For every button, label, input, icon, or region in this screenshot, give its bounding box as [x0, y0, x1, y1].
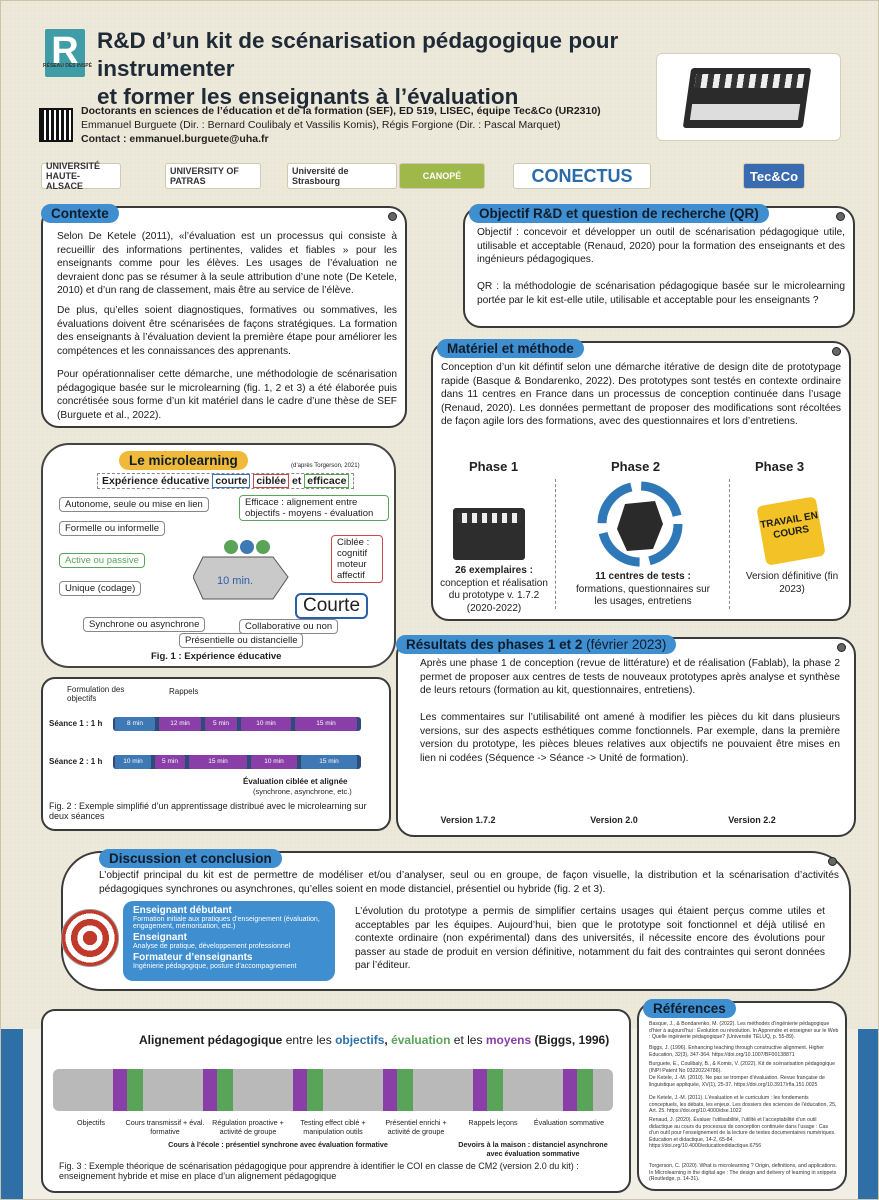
contexte-p1: Selon De Ketele (2011), «l’évaluation es…	[57, 231, 397, 297]
efficace-definition: Efficace : alignement entre objectifs - …	[239, 495, 389, 521]
contexte-p2: De plus, qu’elles soient diagnostiques, …	[57, 305, 397, 357]
phase3-label: Phase 3	[755, 459, 805, 474]
resultats-card: Résultats des phases 1 et 2 (février 202…	[396, 635, 856, 837]
tag-formelle: Formelle ou informelle	[59, 521, 165, 536]
contexte-heading: Contexte	[41, 204, 119, 223]
qr-code[interactable]	[39, 108, 73, 142]
fig3-card: Alignement pédagogique entre les objecti…	[41, 1009, 631, 1193]
logo-uha: UNIVERSITÉ HAUTE-ALSACE	[41, 161, 121, 191]
inspe-logo: R RÉSEAU DES INSPÉ	[43, 29, 92, 77]
logo-canope: CANOPÉ	[399, 163, 485, 189]
logo-patras: UNIVERSITY OF PATRAS	[165, 163, 261, 189]
contact-email[interactable]: Contact : emmanuel.burguete@uha.fr	[81, 132, 269, 145]
fig2-card: Formulation des objectifs Rappels Séance…	[41, 677, 391, 831]
objectif-qr: QR : la méthodologie de scénarisation pé…	[477, 281, 845, 306]
fig3-caption: Fig. 3 : Exemple théorique de scénarisat…	[59, 1161, 579, 1181]
materiel-p1: Conception d’un kit défintif selon une d…	[441, 362, 841, 428]
resultats-heading: Résultats des phases 1 et 2 (février 202…	[396, 635, 677, 654]
microlearning-heading: Le microlearning	[119, 451, 248, 470]
seance2-row: 10 min 5 min 15 min 10 min 15 min	[113, 755, 361, 769]
poster-title: R&D d’un kit de scénarisation pédagogiqu…	[97, 28, 619, 110]
objectif-card: Objectif R&D et question de recherche (Q…	[463, 204, 855, 328]
microlearning-card: Le microlearning (d’après Torgerson, 202…	[41, 443, 396, 668]
fig3-sequence	[53, 1069, 613, 1111]
logo-conectus: CONECTUS	[513, 163, 651, 189]
tag-autonome: Autonome, seule ou mise en lien	[59, 497, 209, 512]
travail-en-cours-sticker: TRAVAIL EN COURS	[756, 496, 826, 566]
references-heading: Références	[643, 999, 736, 1018]
discussion-p2: L’évolution du prototype a permis de sim…	[355, 906, 825, 972]
tag-presentielle: Présentielle ou distancielle	[179, 633, 304, 648]
references-card: Références Basque, J., & Bondarenko, M. …	[637, 999, 847, 1191]
phase1-label: Phase 1	[469, 459, 519, 474]
materiel-heading: Matériel et méthode	[437, 339, 584, 358]
contexte-card: Contexte Selon De Ketele (2011), «l’éval…	[41, 204, 407, 428]
authors-block: Doctorants en sciences de l’éducation et…	[81, 105, 641, 147]
tag-collaborative: Collaborative ou non	[239, 619, 339, 634]
discussion-p1: L’objectif principal du kit est de perme…	[99, 870, 839, 895]
experience-educative: Expérience éducative courte ciblée et ef…	[97, 473, 355, 489]
france-map-cycle	[597, 481, 683, 567]
resultats-p2: Les commentaires sur l’utilisabilité ont…	[420, 712, 840, 764]
tag-synchrone: Synchrone ou asynchrone	[83, 617, 206, 632]
tag-active: Active ou passive	[59, 553, 145, 568]
seance1-row: 8 min 12 min 5 min 10 min 15 min	[113, 717, 361, 731]
discussion-heading: Discussion et conclusion	[99, 849, 282, 868]
fig3-title: Alignement pédagogique entre les objecti…	[139, 1033, 610, 1047]
contexte-p3: Pour opérationnaliser cette démarche, un…	[57, 369, 397, 421]
courte-label: Courte	[295, 593, 369, 619]
phase2-label: Phase 2	[611, 459, 661, 474]
phase1-caption: 26 exemplaires :conception et réalisatio…	[440, 565, 548, 614]
ciblee-definition: Ciblée : cognitif moteur affectif	[331, 535, 383, 583]
fig1-caption: Fig. 1 : Expérience éducative	[151, 651, 282, 662]
partner-logos: UNIVERSITÉ HAUTE-ALSACE UNIVERSITY OF PA…	[37, 159, 837, 193]
fig2-caption: Fig. 2 : Exemple simplifié d’un apprenti…	[49, 801, 367, 821]
objectif-p1: Objectif : concevoir et développer un ou…	[477, 227, 845, 266]
resultats-p1: Après une phase 1 de conception (revue d…	[420, 658, 840, 697]
kit-box-photo	[656, 53, 841, 141]
logo-tecco: Tec&Co	[743, 163, 805, 189]
logo-strasbourg: Université de Strasbourg	[287, 163, 397, 189]
materiel-card: Matériel et méthode Conception d’un kit …	[431, 339, 851, 621]
tag-unique: Unique (codage)	[59, 581, 142, 596]
target-icon	[61, 909, 119, 967]
objectif-heading: Objectif R&D et question de recherche (Q…	[469, 204, 769, 223]
prototype-box-image	[453, 508, 525, 560]
kit-piece-illustration	[193, 540, 289, 600]
phase2-caption: 11 centres de tests :formations, questio…	[576, 571, 710, 607]
phase3-caption: Version définitive (fin 2023)	[745, 571, 839, 595]
